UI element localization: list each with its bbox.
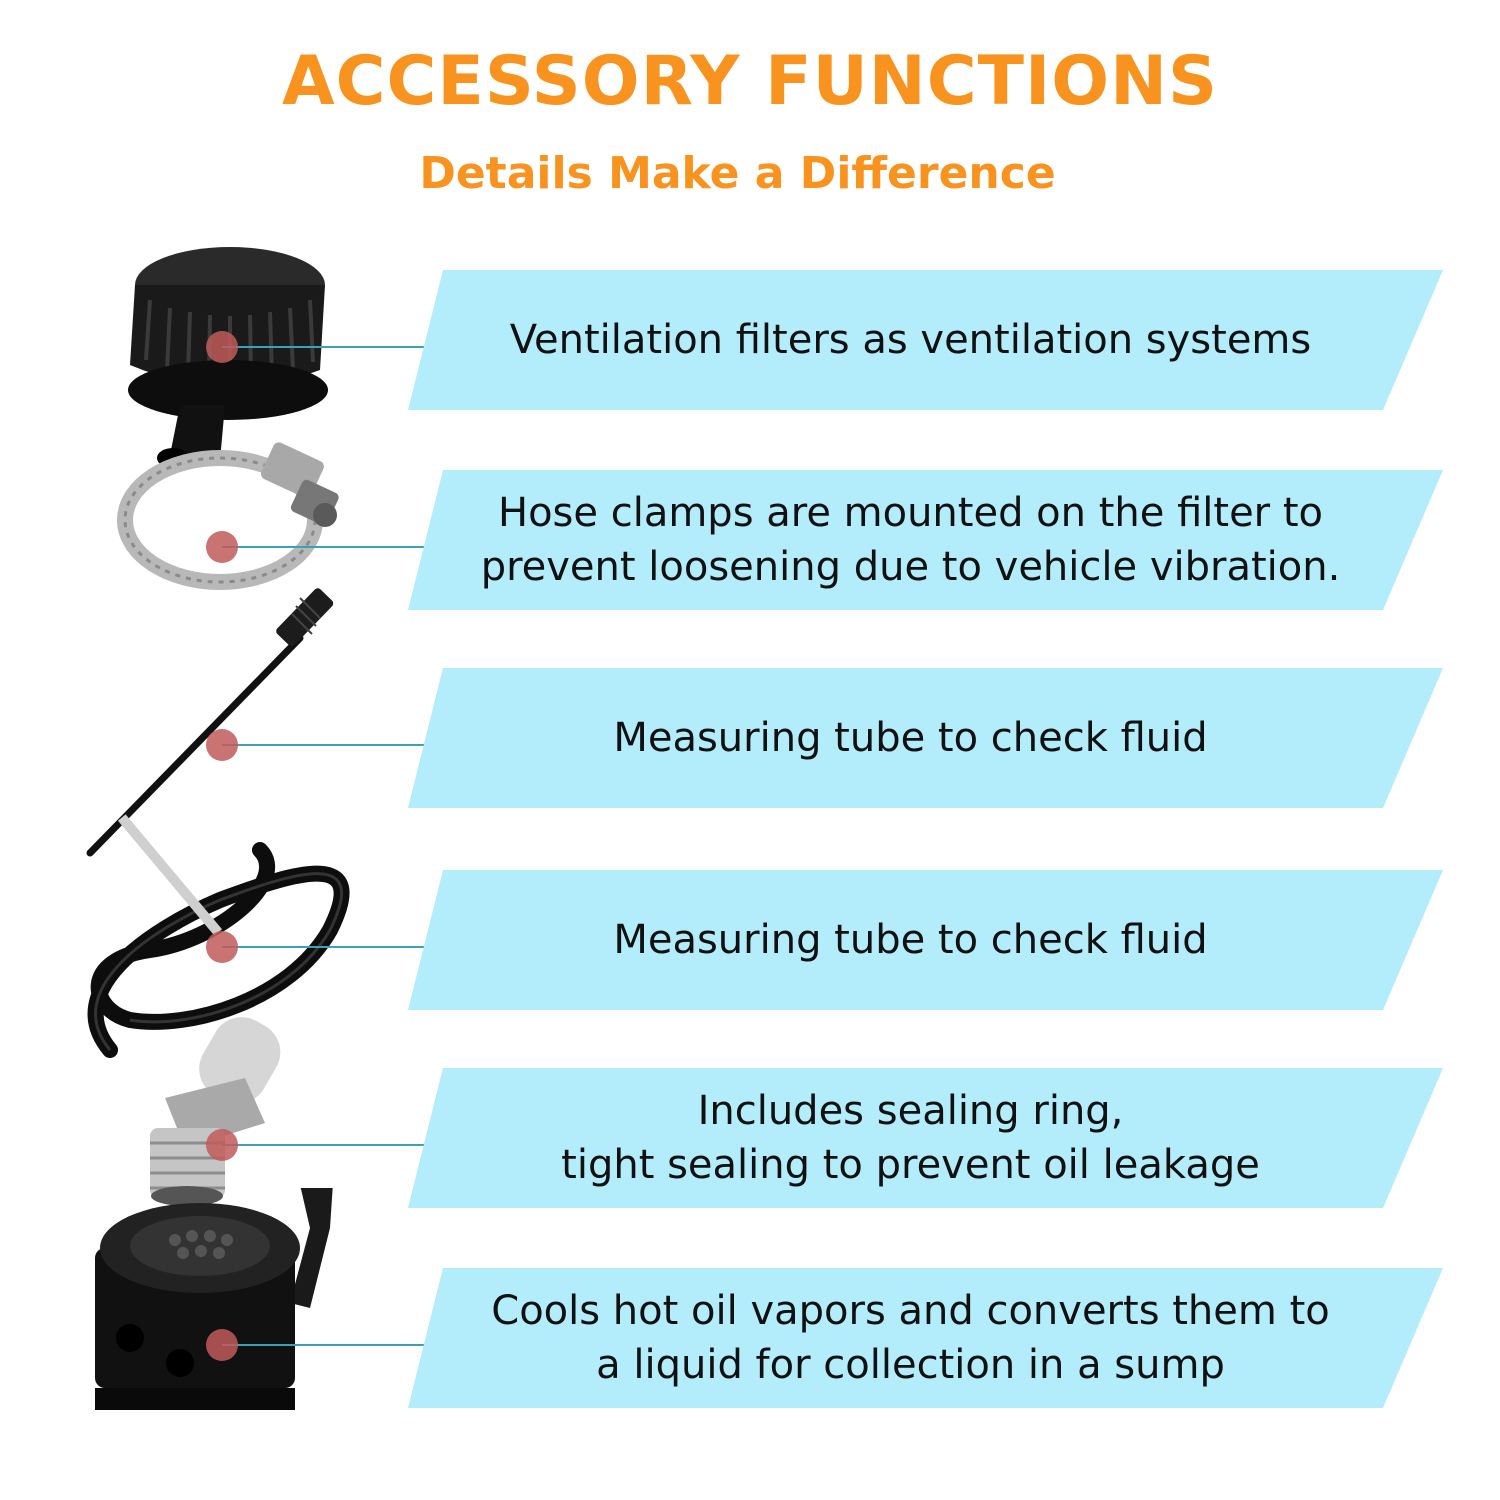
hose-clamp-icon xyxy=(117,442,339,590)
feature-text: Ventilation filters as ventilation syste… xyxy=(509,317,1312,363)
feature-row: Hose clamps are mounted on the filter to… xyxy=(0,442,1500,610)
pointer-dot xyxy=(206,1129,238,1161)
feature-banner: Includes sealing ring, tight sealing to … xyxy=(408,1068,1443,1208)
feature-text: Cools hot oil vapors and converts them t… xyxy=(491,1288,1330,1334)
feature-row: Ventilation filters as ventilation syste… xyxy=(0,247,1500,468)
feature-text: Measuring tube to check fluid xyxy=(613,917,1208,963)
feature-banner: Ventilation filters as ventilation syste… xyxy=(408,270,1443,410)
pointer-line xyxy=(222,1344,430,1346)
pointer-line xyxy=(222,346,430,348)
pointer-dot xyxy=(206,729,238,761)
feature-text: prevent loosening due to vehicle vibrati… xyxy=(480,544,1341,590)
pointer-line xyxy=(222,946,430,948)
pointer-dot xyxy=(206,1329,238,1361)
pointer-dot xyxy=(206,331,238,363)
feature-text: Measuring tube to check fluid xyxy=(613,715,1208,761)
feature-banner: Measuring tube to check fluid xyxy=(408,870,1443,1010)
pointer-line xyxy=(222,744,430,746)
pointer-line xyxy=(222,1144,430,1146)
feature-banner: Cools hot oil vapors and converts them t… xyxy=(408,1268,1443,1408)
pointer-dot xyxy=(206,931,238,963)
page-title: ACCESSORY FUNCTIONS xyxy=(281,42,1218,121)
feature-row: Measuring tube to check fluid xyxy=(0,814,1500,1058)
pointer-line xyxy=(222,546,430,548)
oil-catch-can-icon xyxy=(95,1188,333,1410)
page-subtitle: Details Make a Difference xyxy=(419,148,1056,199)
feature-text: tight sealing to prevent oil leakage xyxy=(561,1142,1260,1188)
feature-text: a liquid for collection in a sump xyxy=(596,1342,1225,1388)
feature-text: Hose clamps are mounted on the filter to xyxy=(498,490,1323,536)
feature-banner: Hose clamps are mounted on the filter to… xyxy=(408,470,1443,610)
feature-banner: Measuring tube to check fluid xyxy=(408,668,1443,808)
rubber-hose-icon xyxy=(87,814,350,1058)
pointer-dot xyxy=(206,531,238,563)
breather-filter-icon xyxy=(128,247,328,468)
feature-row: Measuring tube to check fluid xyxy=(0,588,1500,857)
feature-row: Cools hot oil vapors and converts them t… xyxy=(0,1188,1500,1410)
feature-text: Includes sealing ring, xyxy=(697,1088,1124,1134)
feature-row: Includes sealing ring, tight sealing to … xyxy=(0,1017,1500,1208)
